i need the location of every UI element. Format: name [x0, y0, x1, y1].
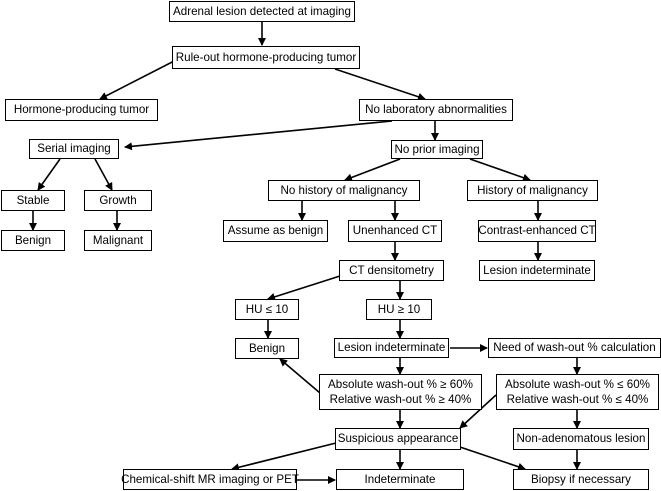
node-hormone-producing-tumor: Hormone-producing tumor: [5, 99, 158, 121]
node-malignant: Malignant: [84, 230, 152, 251]
node-biopsy-if-necessary: Biopsy if necessary: [513, 469, 649, 490]
arrow-serial-to-growth: [94, 158, 113, 191]
node-absolute-washout-ge-60: Absolute wash-out % ≥ 60% Relative wash-…: [319, 374, 482, 410]
node-assume-as-benign: Assume as benign: [223, 220, 328, 242]
node-benign-serial: Benign: [1, 230, 65, 251]
node-no-history-of-malignancy: No history of malignancy: [268, 180, 420, 201]
arrow-noprior-to-hist: [469, 158, 531, 182]
node-no-prior-imaging: No prior imaging: [391, 140, 483, 159]
node-absolute-washout-le-60: Absolute wash-out % ≤ 60% Relative wash-…: [496, 374, 659, 410]
node-benign-hu: Benign: [235, 338, 299, 359]
arrow-abs1-to-benign2: [279, 358, 321, 394]
node-need-washout-calculation: Need of wash-out % calculation: [488, 338, 661, 358]
arrow-serial-to-stable: [37, 158, 61, 191]
node-chemical-shift-mr-or-pet: Chemical-shift MR imaging or PET: [121, 469, 299, 490]
arrow-ruleout-to-hormone: [99, 57, 181, 100]
relative-washout-le-line: Relative wash-out % ≤ 40%: [506, 393, 649, 406]
arrow-abs2-to-susp: [459, 394, 497, 429]
relative-washout-ge-line: Relative wash-out % ≥ 40%: [329, 393, 472, 406]
node-lesion-indeterminate-contrast: Lesion indeterminate: [479, 260, 595, 281]
node-no-laboratory-abnormalities: No laboratory abnormalities: [359, 99, 513, 121]
node-growth: Growth: [84, 190, 152, 211]
node-lesion-indeterminate-hu: Lesion indeterminate: [334, 338, 449, 358]
absolute-washout-le-line: Absolute wash-out % ≤ 60%: [505, 378, 650, 391]
arrow-nolab-to-serial: [124, 120, 393, 151]
node-non-adenomatous-lesion: Non-adenomatous lesion: [513, 428, 649, 450]
node-unenhanced-ct: Unenhanced CT: [348, 220, 442, 242]
node-serial-imaging: Serial imaging: [29, 139, 119, 159]
node-ct-densitometry: CT densitometry: [339, 260, 444, 281]
node-hu-ge-10: HU ≥ 10: [366, 299, 432, 320]
node-indeterminate: Indeterminate: [336, 469, 464, 490]
arrow-ctdens-to-hule: [267, 275, 341, 301]
arrow-ruleout-to-nolab: [334, 68, 426, 101]
node-stable: Stable: [1, 190, 65, 211]
node-adrenal-lesion: Adrenal lesion detected at imaging: [169, 1, 355, 22]
node-rule-out-hormone-tumor: Rule-out hormone-producing tumor: [172, 46, 360, 69]
arrow-susp-to-chem: [231, 441, 341, 472]
node-contrast-enhanced-ct: Contrast-enhanced CT: [478, 220, 596, 242]
arrow-noprior-to-nohist: [344, 158, 401, 182]
arrow-susp-to-biopsy: [459, 446, 526, 471]
node-hu-le-10: HU ≤ 10: [235, 299, 299, 320]
node-history-of-malignancy: History of malignancy: [467, 180, 598, 201]
node-suspicious-appearance: Suspicious appearance: [335, 428, 461, 450]
absolute-washout-ge-line: Absolute wash-out % ≥ 60%: [328, 378, 473, 391]
